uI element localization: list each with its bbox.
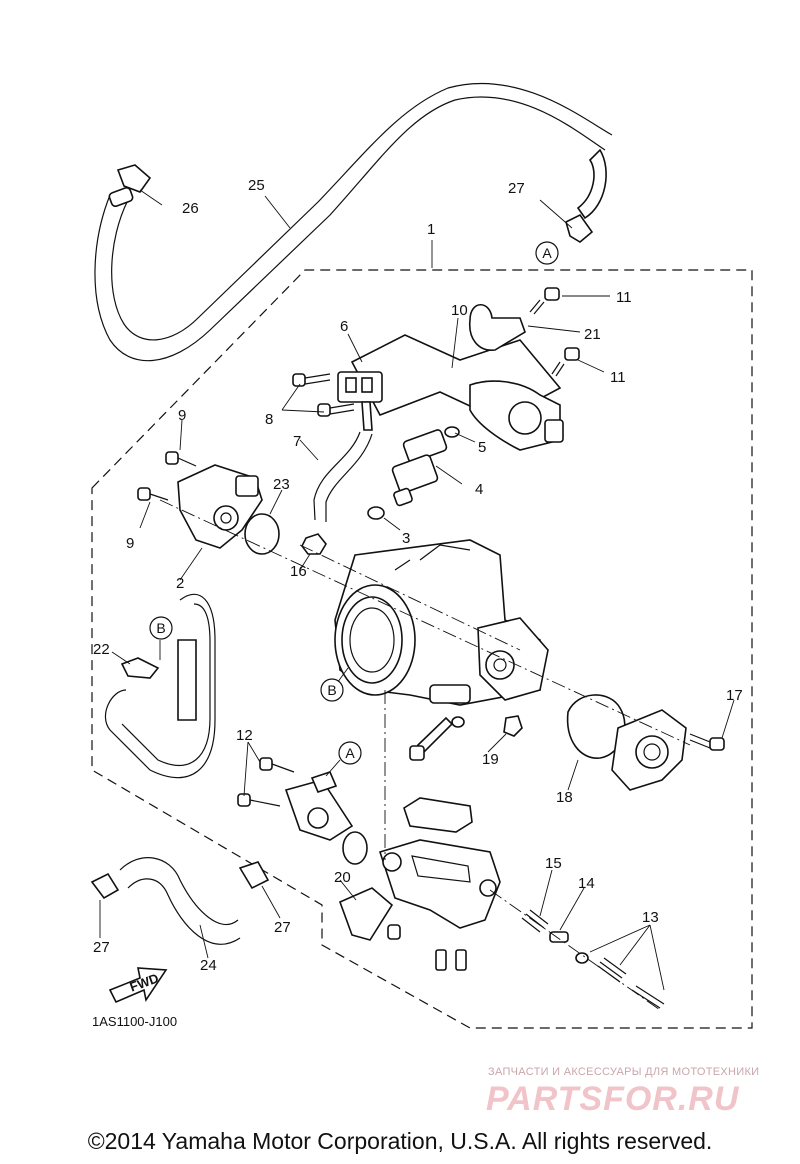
leader-lines — [99, 189, 735, 991]
clamp-27-left — [90, 872, 120, 900]
assembly-boundary — [91, 269, 753, 1029]
callout-11-top: 11 — [616, 289, 632, 306]
callout-25: 25 — [248, 177, 265, 194]
clamp-27-right — [238, 861, 270, 890]
clamp-26 — [116, 164, 152, 193]
ref-letter: B — [327, 682, 336, 698]
o-ring-23 — [244, 513, 280, 555]
callout-9-top: 9 — [178, 407, 186, 424]
spring-13 — [575, 952, 665, 1009]
watermark-brand: PARTSFOR.RU — [486, 1080, 740, 1118]
nut-19 — [503, 715, 523, 737]
screw-17 — [689, 733, 725, 751]
callout-16: 16 — [290, 563, 307, 580]
callout-4: 4 — [475, 481, 483, 498]
hose-7 — [313, 431, 373, 522]
clip-21 — [469, 303, 526, 351]
centerline-2 — [299, 544, 521, 651]
o-ring-5 — [444, 426, 460, 438]
callout-13: 13 — [642, 909, 659, 926]
nut-16 — [301, 533, 327, 555]
ref-marker-b-left: B — [149, 616, 173, 640]
callout-27-left: 27 — [93, 939, 110, 956]
intake-joint — [338, 839, 501, 971]
callout-22: 22 — [93, 641, 110, 658]
callout-19: 19 — [482, 751, 499, 768]
screw-11-top — [529, 287, 560, 315]
callout-14: 14 — [578, 875, 595, 892]
bolt-under-body — [409, 716, 454, 761]
o-ring-small — [451, 716, 465, 728]
callout-24: 24 — [200, 957, 217, 974]
screw-9-top — [165, 451, 197, 467]
callout-9-bottom: 9 — [126, 535, 134, 552]
hose-b-elbow — [104, 593, 216, 779]
fitting-12 — [237, 757, 354, 841]
screw-8-b — [317, 403, 355, 417]
copyright-notice: ©2014 Yamaha Motor Corporation, U.S.A. A… — [87, 1128, 713, 1154]
callout-3: 3 — [402, 530, 410, 547]
clamp-27-top — [565, 213, 594, 243]
drawing-code: 1AS1100-J100 — [92, 1014, 177, 1029]
watermark-tagline: ЗАПЧАСТИ И АКСЕССУАРЫ ДЛЯ МОТОТЕХНИКИ — [488, 1066, 760, 1078]
callout-5: 5 — [478, 439, 486, 456]
callout-8: 8 — [265, 411, 273, 428]
spring-15 — [521, 909, 549, 933]
idle-sensor-assembly — [469, 380, 564, 451]
ref-marker-a-bottom: A — [338, 741, 362, 765]
callout-6: 6 — [340, 318, 348, 335]
centerline-4 — [489, 889, 661, 1011]
callout-7: 7 — [293, 433, 301, 450]
centerline-1 — [159, 499, 691, 746]
hose-25 — [94, 82, 613, 362]
callout-17: 17 — [726, 687, 743, 704]
ref-marker-b-body: B — [320, 678, 344, 702]
o-ring-fitting — [342, 831, 368, 865]
throttle-body — [334, 539, 549, 706]
callout-26: 26 — [182, 200, 199, 217]
callout-18: 18 — [556, 789, 573, 806]
clamp-22 — [120, 657, 160, 679]
ref-letter: B — [156, 620, 165, 636]
callout-27-top: 27 — [508, 180, 525, 197]
fwd-arrow: FWD — [108, 967, 168, 1004]
screw-9-bottom — [137, 487, 169, 501]
cover-plate — [611, 709, 687, 791]
callout-27-right: 27 — [274, 919, 291, 936]
screw-14 — [549, 931, 569, 943]
callout-labels: 1 2 3 4 5 6 7 8 9 9 10 11 11 12 13 14 15… — [93, 177, 743, 974]
screw-11-mid — [551, 347, 580, 377]
callout-23: 23 — [273, 476, 290, 493]
screw-8-a — [292, 373, 331, 387]
ref-letter: A — [542, 245, 552, 261]
ref-letter: A — [345, 745, 355, 761]
washer-3 — [367, 506, 385, 520]
callout-20: 20 — [334, 869, 351, 886]
callout-2: 2 — [176, 575, 184, 592]
hose-24 — [119, 857, 241, 945]
gasket-square — [403, 797, 473, 833]
callout-15: 15 — [545, 855, 562, 872]
callout-21: 21 — [584, 326, 601, 343]
throttle-sensor-2 — [177, 464, 263, 549]
callout-1: 1 — [427, 221, 435, 238]
injector-4 — [391, 429, 448, 507]
ref-marker-a-top: A — [535, 241, 559, 265]
callout-11-mid: 11 — [610, 369, 626, 386]
callout-10: 10 — [451, 302, 468, 319]
callout-12: 12 — [236, 727, 253, 744]
